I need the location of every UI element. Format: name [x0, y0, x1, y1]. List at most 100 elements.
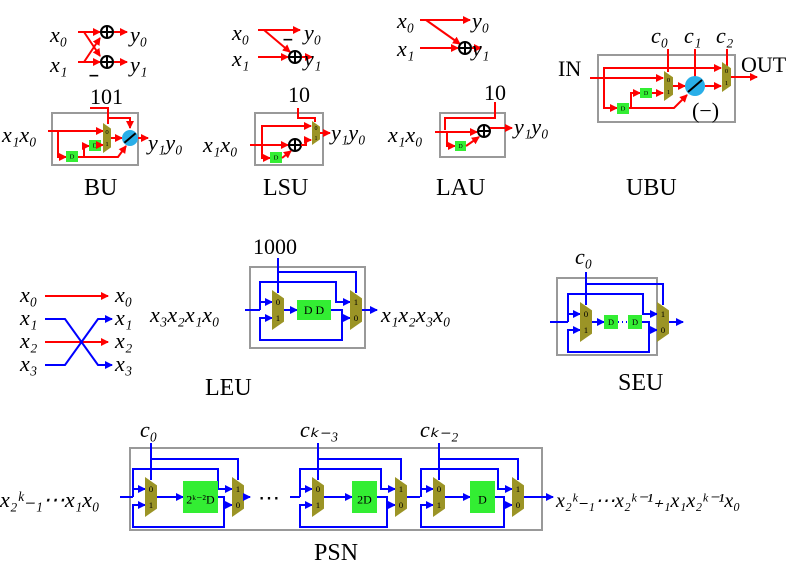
mux-input-label: 1 — [725, 80, 728, 87]
psn-stage2-bottom-loop — [299, 497, 388, 528]
psn-output: x₂ᵏ₋₁⋯x₂ᵏ⁻¹₊₁x₁x₂ᵏ⁻¹x₀ — [555, 490, 740, 512]
mux-input-label: 0 — [149, 484, 154, 494]
lsu-x1: x₁ — [231, 46, 249, 71]
mux-input-label: 1 — [105, 141, 108, 148]
bu-minus: − — [88, 68, 100, 84]
psn-title: PSN — [314, 540, 358, 566]
seu-title: SEU — [618, 370, 663, 396]
mux-input-label: 1 — [661, 309, 665, 319]
wire — [465, 136, 480, 147]
delay-block-icon — [183, 481, 218, 513]
mux-input-label: 1 — [315, 136, 318, 142]
wire — [444, 102, 496, 130]
wire — [495, 496, 513, 509]
wire — [78, 142, 90, 158]
lsu-input: x₁x₀ — [202, 132, 238, 157]
bu-input: x₁x₀ — [1, 122, 37, 147]
wire — [420, 485, 434, 497]
perm-in-3: x₃ — [19, 351, 37, 376]
wire — [301, 136, 312, 146]
wire — [446, 132, 456, 150]
delay-block-icon — [352, 481, 377, 513]
psn-stage3-mux1-icon — [433, 477, 445, 517]
wire — [57, 131, 67, 161]
seu-mux2-icon — [657, 302, 669, 342]
wire — [45, 315, 113, 366]
leu-mux1-icon — [272, 290, 284, 330]
delay-label: D — [274, 155, 279, 162]
ubu-neg: (−) — [692, 98, 719, 123]
leu-top-loop — [259, 281, 351, 306]
wire — [630, 89, 641, 108]
psn-stage2-mux1-icon — [312, 477, 324, 517]
perm-in-2: x₂ — [19, 328, 38, 353]
wire — [84, 145, 127, 158]
perm-out-1: x₁ — [114, 305, 132, 330]
leu-box — [249, 266, 366, 349]
bu-x1: x₁ — [49, 52, 67, 77]
mux-input-label: 0 — [661, 325, 666, 335]
mux-input-label: 1 — [149, 500, 153, 510]
ubu-c1: c₁ — [684, 23, 701, 48]
lau-output: y₁y₀ — [512, 114, 549, 139]
wire — [218, 496, 233, 509]
delay-block-icon — [617, 103, 629, 114]
delay-label: 2D — [357, 492, 372, 506]
psn-stage3-bottom-loop — [420, 497, 505, 528]
psn-stage3-mux2-icon — [512, 477, 524, 517]
wire — [567, 310, 581, 322]
mux-input-label: 0 — [516, 500, 521, 510]
delay-label: D — [93, 143, 98, 150]
bu-control: 101 — [90, 84, 123, 109]
bu-y0: y₀ — [128, 22, 147, 47]
mux-input-label: 0 — [399, 500, 404, 510]
lsu-x0: x₀ — [231, 20, 249, 45]
psn-control-0: c₀ — [140, 417, 157, 442]
mux-input-label: 0 — [105, 129, 109, 136]
wire — [377, 496, 396, 509]
mux-input-label: 1 — [516, 484, 520, 494]
lsu-y1: y₁ — [302, 46, 321, 71]
ubu-mux1-icon — [664, 71, 673, 101]
wire — [299, 485, 313, 497]
psn-control-2: cₖ₋₂ — [420, 417, 459, 442]
lsu-mux-icon — [312, 121, 320, 145]
wire — [132, 485, 146, 497]
wire — [629, 94, 688, 109]
wire — [425, 19, 461, 45]
mux-input-label: 0 — [315, 126, 318, 132]
wire — [261, 122, 312, 145]
psn-stage1-mux1-icon — [145, 477, 157, 517]
mux-input-label: 1 — [399, 484, 403, 494]
ubu-c0: c₀ — [651, 23, 668, 48]
mux-input-label: 1 — [437, 500, 441, 510]
leu-output: x₁x₂x₃x₀ — [380, 302, 451, 327]
bu-y1: y₁ — [128, 52, 147, 77]
wire — [586, 283, 664, 305]
wire — [278, 271, 357, 293]
delay-label: D — [621, 106, 626, 113]
wire — [318, 458, 402, 480]
mux-input-label: 0 — [584, 309, 589, 319]
wire — [263, 29, 291, 53]
bu-x0: x₀ — [49, 22, 67, 47]
wire — [108, 117, 134, 129]
lsu-box — [254, 112, 324, 166]
ubu-title: UBU — [626, 175, 677, 201]
wire — [90, 107, 109, 124]
psn-stage1-bottom-loop — [132, 497, 225, 528]
wire — [83, 31, 101, 57]
lsu-title: LSU — [263, 175, 308, 201]
mux-input-label: 1 — [236, 484, 240, 494]
mux-input-label: 0 — [725, 68, 729, 75]
lau-title: LAU — [436, 175, 485, 201]
psn-input: x₂ᵏ₋₁⋯x₁x₀ — [0, 487, 100, 512]
lsu-minus: − — [282, 32, 294, 48]
delay-label: D — [644, 91, 649, 97]
wire — [259, 298, 273, 310]
mux-input-label: 0 — [276, 297, 281, 307]
delay-label: D — [608, 318, 614, 327]
ubu-box — [597, 54, 736, 123]
